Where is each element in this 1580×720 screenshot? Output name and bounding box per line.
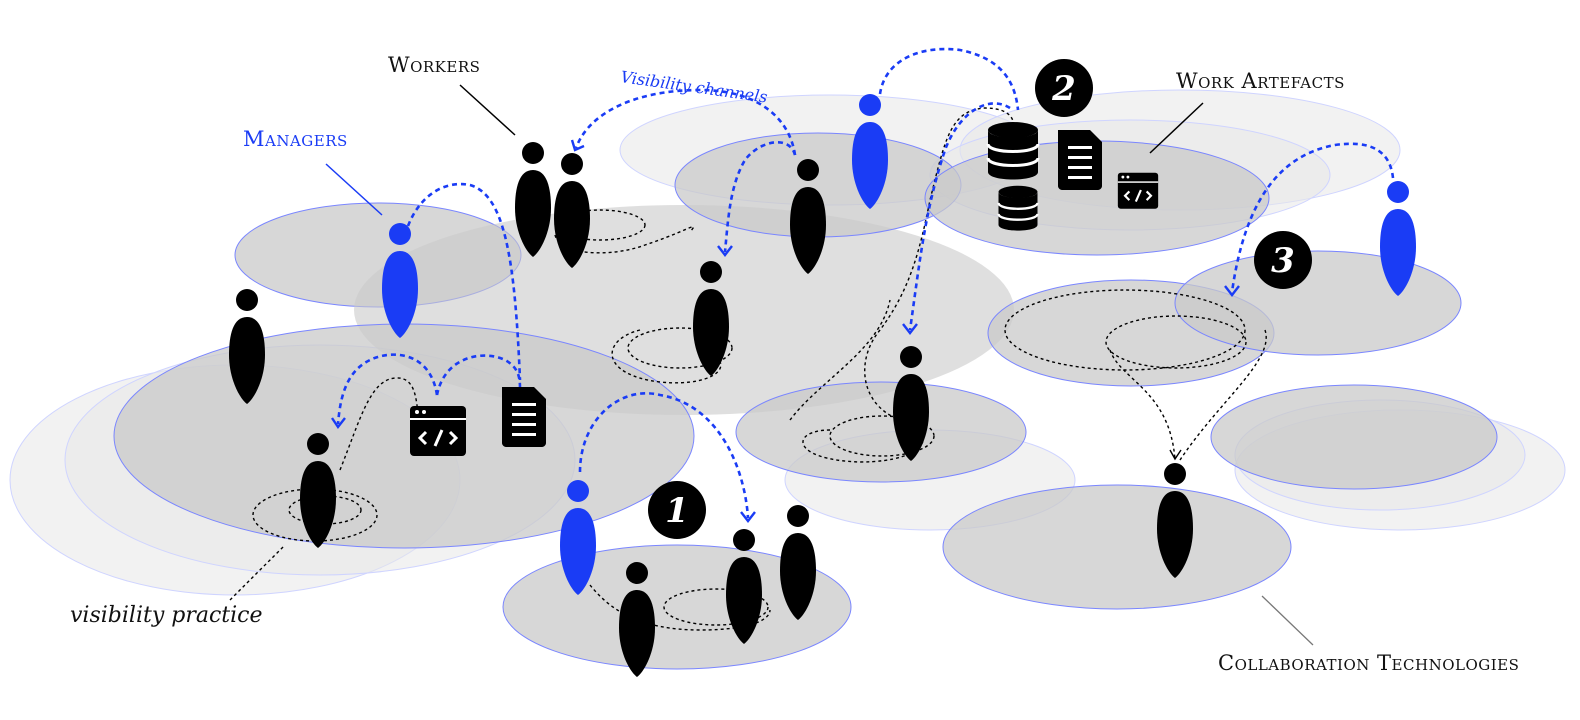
database-icon — [997, 184, 1039, 232]
visibility-channels-label: Visibility channels — [619, 67, 768, 106]
collaboration-spaces — [113, 132, 1498, 670]
managers-label: Managers — [243, 127, 348, 151]
visibility-practice-label: visibility practice — [70, 603, 263, 628]
visibility-channels — [336, 47, 1395, 519]
marker-3: 3 — [1254, 231, 1312, 289]
visibility-practice-paths — [252, 107, 1267, 631]
code-window-icon — [1116, 171, 1160, 210]
callout-lines — [229, 84, 1314, 646]
work-artefacts-label: Work Artefacts — [1176, 69, 1345, 93]
collaboration-technologies-label: Collaboration Technologies — [1218, 651, 1519, 675]
practice-arrowheads — [1169, 449, 1182, 461]
channel-arrowheads — [331, 139, 1240, 523]
marker-2: 2 — [1035, 59, 1093, 117]
workers-label: Workers — [388, 53, 480, 77]
svg-text:2: 2 — [1051, 69, 1076, 109]
svg-text:1: 1 — [665, 491, 689, 531]
document-icon — [1058, 130, 1102, 190]
database-icon — [986, 120, 1040, 181]
code-window-icon — [408, 404, 468, 458]
marker-1: 1 — [648, 481, 706, 539]
document-icon — [502, 387, 546, 447]
svg-text:3: 3 — [1271, 241, 1295, 281]
